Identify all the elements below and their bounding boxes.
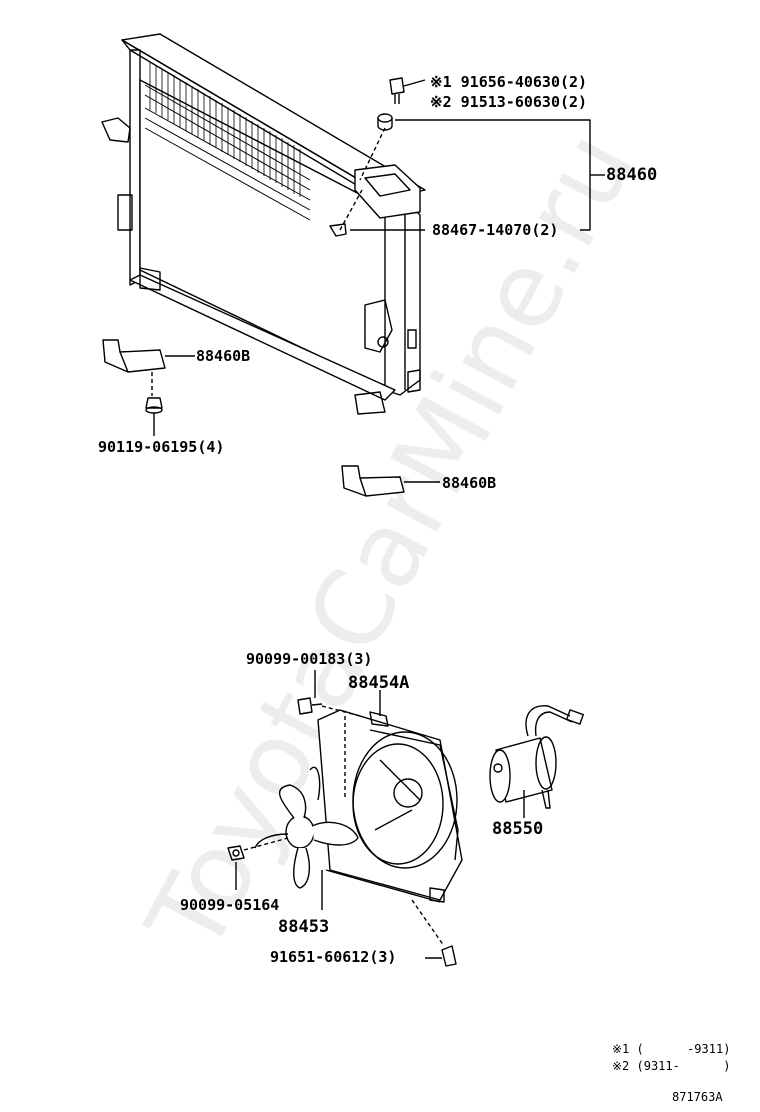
label-condenser-88460: 88460	[606, 165, 658, 185]
label-nut-90099-05164: 90099-05164	[180, 896, 280, 914]
footnote-2: ※2 (9311- )	[612, 1059, 731, 1073]
fan-motor-drawing	[489, 705, 584, 809]
label-shroud-88454a: 88454A	[348, 673, 410, 693]
diagram-id: 871763A	[672, 1090, 723, 1104]
condenser-drawing	[101, 33, 426, 415]
fan-shroud-drawing	[317, 709, 463, 903]
label-fan-88453: 88453	[278, 917, 330, 937]
fan-blade-drawing	[254, 766, 359, 889]
label-bracket-88460b-right: 88460B	[442, 474, 497, 492]
footnote-1: ※1 ( -9311)	[612, 1042, 731, 1056]
label-bracket-88460b-left: 88460B	[196, 347, 251, 365]
bracket-left-drawing	[102, 339, 166, 373]
screw-90099-drawing	[297, 697, 323, 715]
label-bolt-91656: ※1 91656-40630(2)	[430, 73, 588, 91]
label-motor-88550: 88550	[492, 819, 544, 839]
screw-91651-drawing	[441, 945, 457, 967]
bolt-91656-drawing	[377, 77, 405, 131]
label-screw-90099-00183: 90099-00183(3)	[246, 650, 373, 668]
bracket-right-drawing	[341, 465, 405, 497]
label-bolt-90119: 90119-06195(4)	[98, 438, 225, 456]
bolt-90119-drawing	[145, 397, 163, 414]
label-screw-91651: 91651-60612(3)	[270, 948, 397, 966]
label-pin-88467: 88467-14070(2)	[432, 221, 559, 239]
pin-88467-drawing	[329, 223, 347, 237]
nut-90099-drawing	[227, 845, 245, 861]
label-bolt-91513: ※2 91513-60630(2)	[430, 93, 588, 111]
